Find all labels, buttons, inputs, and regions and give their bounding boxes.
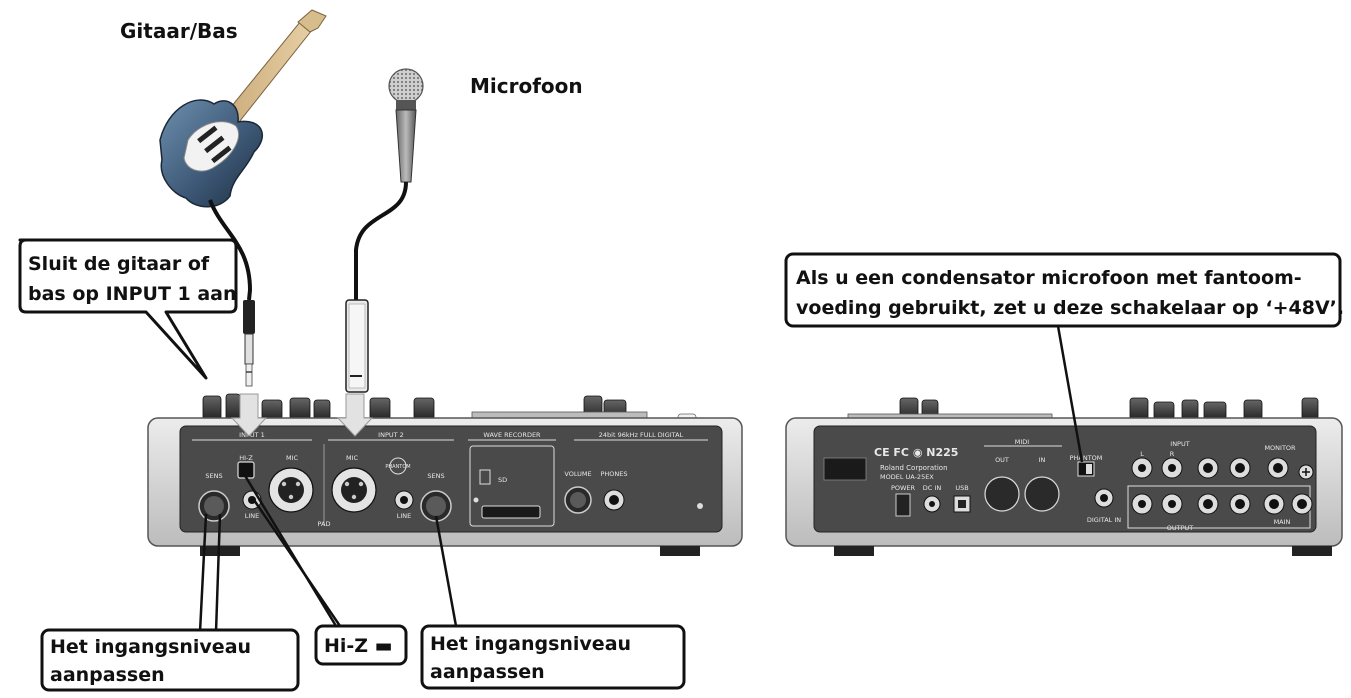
sens-right-label: SENS bbox=[427, 472, 444, 480]
microphone-label: Microfoon bbox=[470, 74, 583, 98]
callout-phantom-power: Als u een condensator microfoon met fant… bbox=[784, 252, 1344, 463]
callout-phantom-line2: voeding gebruikt, zet u deze schakelaar … bbox=[796, 297, 1344, 319]
brand-label: Roland Corporation bbox=[880, 464, 948, 472]
rear-input-r-label: R bbox=[1170, 450, 1175, 458]
kensington-slot bbox=[823, 457, 867, 481]
callout-input-level-right: Het ingangsniveau aanpassen bbox=[420, 624, 686, 690]
power-label: POWER bbox=[891, 484, 916, 492]
pad-label: PAD bbox=[318, 520, 331, 528]
guitar-illustration bbox=[159, 9, 327, 301]
rear-jacks bbox=[1131, 457, 1313, 515]
phantom-mark: PHANTOM bbox=[385, 464, 410, 470]
insert-arrows bbox=[230, 393, 374, 437]
mic-left-label: MIC bbox=[286, 454, 299, 462]
hiz-label: HI-Z bbox=[239, 454, 253, 462]
sens-left-label: SENS bbox=[205, 472, 222, 480]
rear-input-label: INPUT bbox=[1170, 440, 1189, 448]
callout-phantom-line1: Als u een condensator microfoon met fant… bbox=[796, 267, 1302, 289]
dc-in-label: DC IN bbox=[923, 484, 942, 492]
main-label: MAIN bbox=[1274, 518, 1291, 526]
callout-connect-guitar-line2: bas op INPUT 1 aan bbox=[28, 283, 237, 305]
midi-in-port[interactable] bbox=[1024, 476, 1060, 512]
monitor-label: MONITOR bbox=[1264, 444, 1296, 452]
front-panel-device: INPUT 1 INPUT 2 WAVE RECORDER 24bit 96kH… bbox=[147, 393, 743, 556]
callout-hi-z: Hi-Z ▬ bbox=[314, 624, 408, 666]
callout-hi-z-text: Hi-Z ▬ bbox=[324, 635, 393, 657]
phones-label: PHONES bbox=[600, 470, 627, 478]
line-right-label: LINE bbox=[397, 512, 412, 520]
sd-card-slot[interactable] bbox=[481, 505, 541, 519]
callout-leader-lines bbox=[198, 473, 458, 633]
callout-input-level-right-line1: Het ingangsniveau bbox=[430, 633, 631, 655]
callout-connect-guitar: Sluit de gitaar of bas op INPUT 1 aan bbox=[18, 238, 238, 380]
rear-input-l-label: L bbox=[1140, 450, 1144, 458]
mic-right-label: MIC bbox=[346, 454, 359, 462]
line-left-label: LINE bbox=[245, 512, 260, 520]
power-switch[interactable] bbox=[895, 493, 911, 517]
model-label: MODEL UA-25EX bbox=[880, 473, 934, 481]
wave-recorder-label: WAVE RECORDER bbox=[483, 431, 541, 439]
callout-input-level-left-line2: aanpassen bbox=[50, 664, 165, 686]
callout-connect-guitar-line1: Sluit de gitaar of bbox=[28, 253, 210, 275]
rear-panel-device: CE FC ◉ N225 Roland Corporation MODEL UA… bbox=[785, 397, 1343, 556]
guitar-label: Gitaar/Bas bbox=[120, 19, 238, 43]
usb-label: USB bbox=[955, 484, 968, 492]
digital-label: 24bit 96kHz FULL DIGITAL bbox=[599, 431, 684, 439]
ce-fcc-marks: CE FC ◉ N225 bbox=[874, 446, 958, 459]
digital-in-label: DIGITAL IN bbox=[1087, 516, 1121, 524]
callout-input-level-left-line1: Het ingangsniveau bbox=[50, 636, 251, 658]
microphone-illustration bbox=[345, 68, 424, 393]
midi-out-label: OUT bbox=[995, 456, 1009, 464]
phantom-switch-label: PHANTOM bbox=[1070, 454, 1103, 462]
midi-in-label: IN bbox=[1039, 456, 1046, 464]
input2-section-label: INPUT 2 bbox=[378, 431, 404, 439]
sd-logo: SD bbox=[498, 476, 507, 484]
callout-input-level-left: Het ingangsniveau aanpassen bbox=[40, 628, 300, 692]
midi-label: MIDI bbox=[1015, 438, 1030, 446]
jack-plug-illustration bbox=[243, 300, 255, 387]
volume-label: VOLUME bbox=[564, 470, 591, 478]
callout-input-level-right-line2: aanpassen bbox=[430, 661, 545, 683]
midi-out-port[interactable] bbox=[984, 476, 1020, 512]
input1-section-label: INPUT 1 bbox=[239, 431, 265, 439]
